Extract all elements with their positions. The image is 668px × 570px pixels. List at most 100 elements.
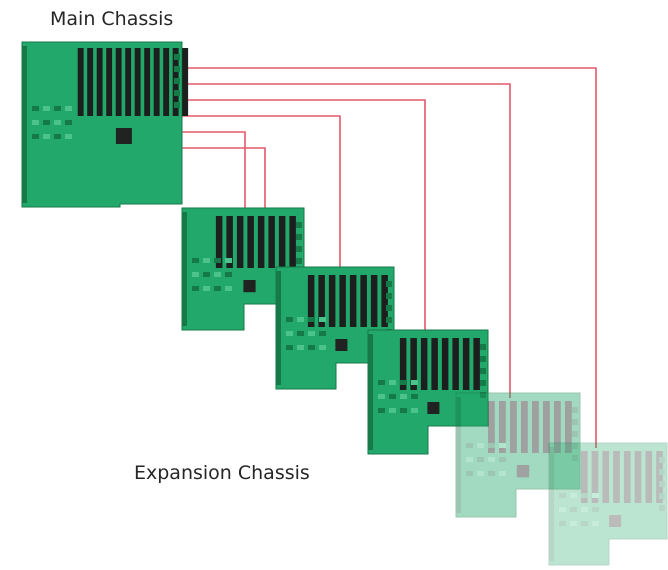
side-connector <box>480 380 486 386</box>
expansion-board-2 <box>275 266 395 390</box>
component <box>411 408 418 413</box>
component <box>214 258 221 263</box>
component <box>319 317 326 322</box>
component <box>43 106 50 111</box>
expansion-slot <box>144 48 151 116</box>
component <box>400 394 407 399</box>
expansion-slot <box>289 216 296 268</box>
edge-connector <box>276 271 281 385</box>
component <box>570 521 577 526</box>
component <box>297 317 304 322</box>
expansion-slot <box>182 48 189 116</box>
side-connector <box>659 457 665 463</box>
component <box>581 507 588 512</box>
main-chassis-board <box>21 41 189 208</box>
slot-bank <box>215 216 296 268</box>
component <box>466 457 473 462</box>
component <box>319 345 326 350</box>
side-connector <box>480 368 486 374</box>
component <box>286 317 293 322</box>
edge-connector <box>549 447 554 561</box>
edge-connector <box>368 334 373 450</box>
expansion-chassis-label: Expansion Chassis <box>134 462 310 484</box>
component <box>592 521 599 526</box>
side-connector <box>480 356 486 362</box>
cable-2 <box>180 83 511 398</box>
expansion-slot <box>602 451 610 503</box>
cable-5 <box>180 131 246 210</box>
expansion-slot <box>115 48 122 116</box>
slot-bank <box>307 275 388 327</box>
expansion-slot <box>520 401 528 453</box>
cable-3 <box>180 99 426 338</box>
side-connector <box>659 469 665 475</box>
side-connector <box>659 505 665 511</box>
edge-connector <box>22 46 27 203</box>
expansion-board-5-faded <box>548 442 668 566</box>
expansion-slot <box>349 275 357 327</box>
side-connector <box>386 281 392 287</box>
side-connector <box>174 54 180 60</box>
component <box>65 120 72 125</box>
component <box>477 457 484 462</box>
component-cluster <box>378 380 418 413</box>
component <box>411 380 418 385</box>
side-connector <box>572 431 578 437</box>
side-connector <box>659 493 665 499</box>
component <box>411 394 418 399</box>
side-connector <box>572 443 578 449</box>
slot-bank <box>580 451 663 503</box>
expansion-slot <box>656 451 663 503</box>
side-connector <box>296 222 302 228</box>
pcb-body <box>455 392 581 518</box>
expansion-slot <box>591 451 599 503</box>
component-cluster <box>286 317 326 350</box>
cable-1 <box>180 67 597 448</box>
pcb-body <box>21 41 183 208</box>
expansion-slot <box>87 48 94 116</box>
expansion-slot <box>462 338 470 390</box>
side-connector <box>480 344 486 350</box>
component <box>203 258 210 263</box>
component <box>559 493 566 498</box>
component <box>286 331 293 336</box>
side-connector <box>386 317 392 323</box>
edge-connector <box>182 212 187 326</box>
expansion-slot <box>278 216 286 268</box>
component <box>225 286 232 291</box>
component <box>54 134 61 139</box>
expansion-slot <box>553 401 561 453</box>
chip <box>427 402 440 414</box>
chip <box>335 339 348 351</box>
expansion-slot <box>564 401 572 453</box>
component-cluster <box>192 258 232 291</box>
chip <box>243 280 256 293</box>
component <box>378 394 385 399</box>
side-connector <box>386 293 392 299</box>
side-connector <box>296 234 302 240</box>
expansion-slot <box>370 275 378 327</box>
side-connector <box>572 419 578 425</box>
main-chassis-label: Main Chassis <box>50 8 174 30</box>
component <box>488 457 495 462</box>
component <box>378 408 385 413</box>
side-connector <box>480 392 486 398</box>
expansion-slot <box>613 451 620 503</box>
component <box>592 493 599 498</box>
component <box>488 471 495 476</box>
component <box>225 272 232 277</box>
expansion-slot <box>153 48 160 116</box>
component <box>214 286 221 291</box>
component <box>43 134 50 139</box>
slot-bank <box>487 401 572 453</box>
component <box>389 394 396 399</box>
expansion-slot <box>268 216 275 268</box>
expansion-slot <box>431 338 438 390</box>
component <box>225 258 232 263</box>
expansion-slot <box>360 275 367 327</box>
component <box>466 471 473 476</box>
component <box>32 134 39 139</box>
expansion-slot <box>487 401 495 453</box>
expansion-slot <box>163 48 170 116</box>
